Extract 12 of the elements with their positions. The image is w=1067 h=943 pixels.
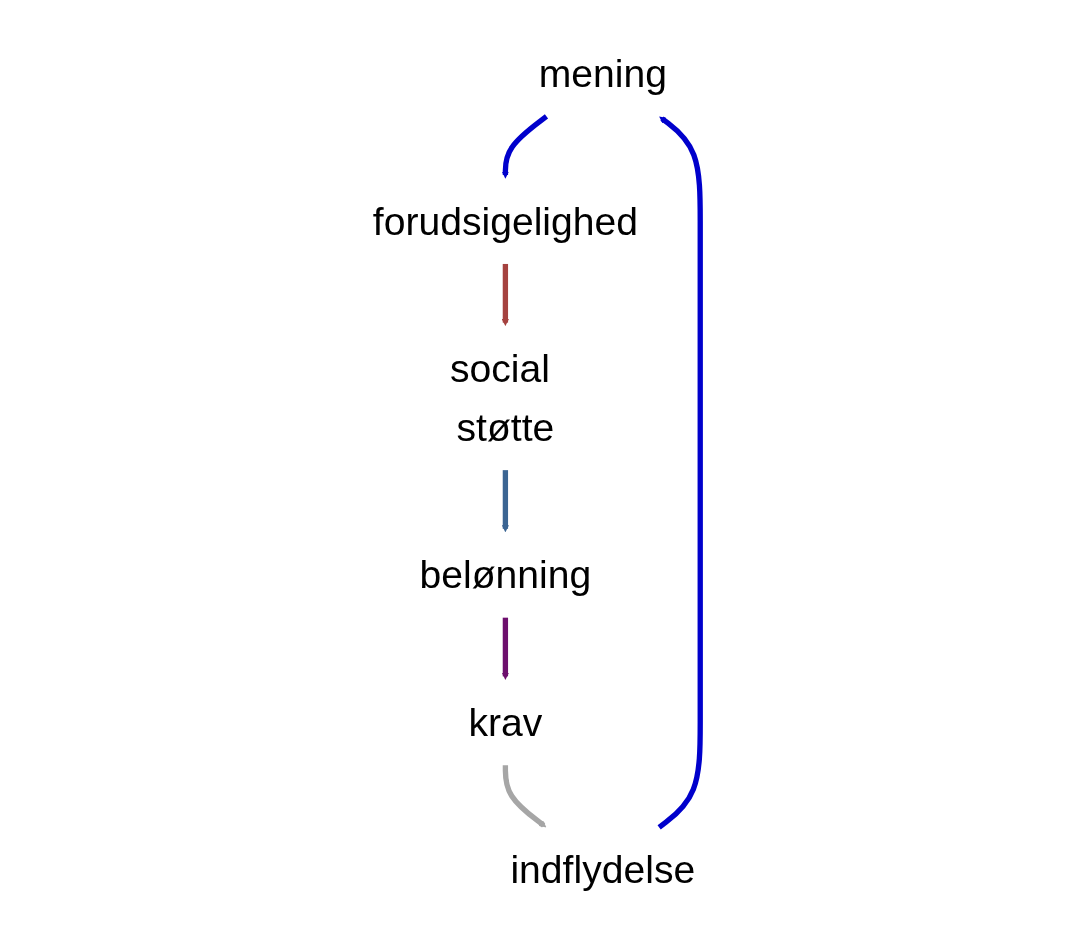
- arrow: [657, 116, 703, 830]
- node-text: forudsigelighed: [372, 198, 638, 243]
- arrow: [501, 113, 548, 179]
- arrow: [501, 469, 509, 532]
- arrow: [501, 263, 509, 326]
- node-text: belønning: [419, 552, 591, 596]
- arrow: [501, 617, 509, 680]
- node-text: social støtte: [449, 346, 554, 449]
- arrow: [502, 764, 546, 827]
- node-text: indflydelse: [509, 847, 695, 891]
- node-text: mening: [538, 51, 667, 95]
- node-text: krav: [467, 699, 542, 744]
